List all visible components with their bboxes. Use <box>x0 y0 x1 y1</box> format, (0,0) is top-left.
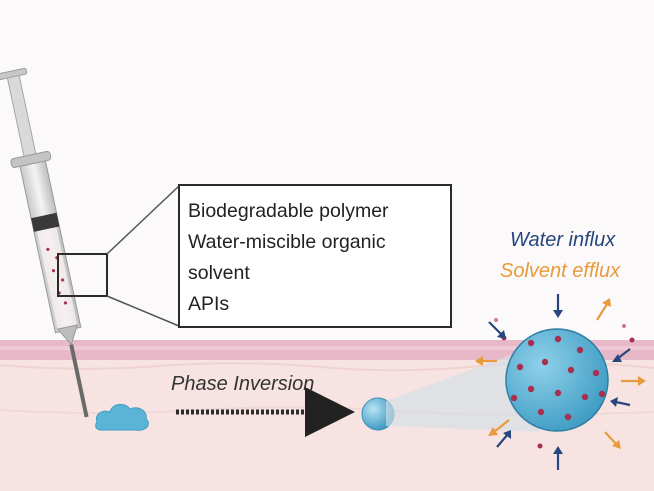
solvent-efflux-arrows <box>475 298 646 449</box>
injected-liquid-blob <box>95 404 149 431</box>
zoom-cone <box>386 344 540 432</box>
component-item: Biodegradable polymer <box>188 200 389 222</box>
water-influx-arrows <box>488 294 631 470</box>
syringe <box>0 67 89 418</box>
component-item: APIs <box>188 293 230 315</box>
formulation-components-box: Biodegradable polymer Water-miscible org… <box>178 184 452 328</box>
solvent-efflux-label: Solvent efflux <box>500 260 621 282</box>
water-influx-label: Water influx <box>510 229 616 251</box>
depot-magnified <box>505 328 609 432</box>
syringe-zoom-callout <box>57 185 180 327</box>
phase-inversion-label: Phase Inversion <box>171 373 315 395</box>
component-item: Water-miscible organic <box>188 231 386 253</box>
component-item: solvent <box>188 262 250 284</box>
